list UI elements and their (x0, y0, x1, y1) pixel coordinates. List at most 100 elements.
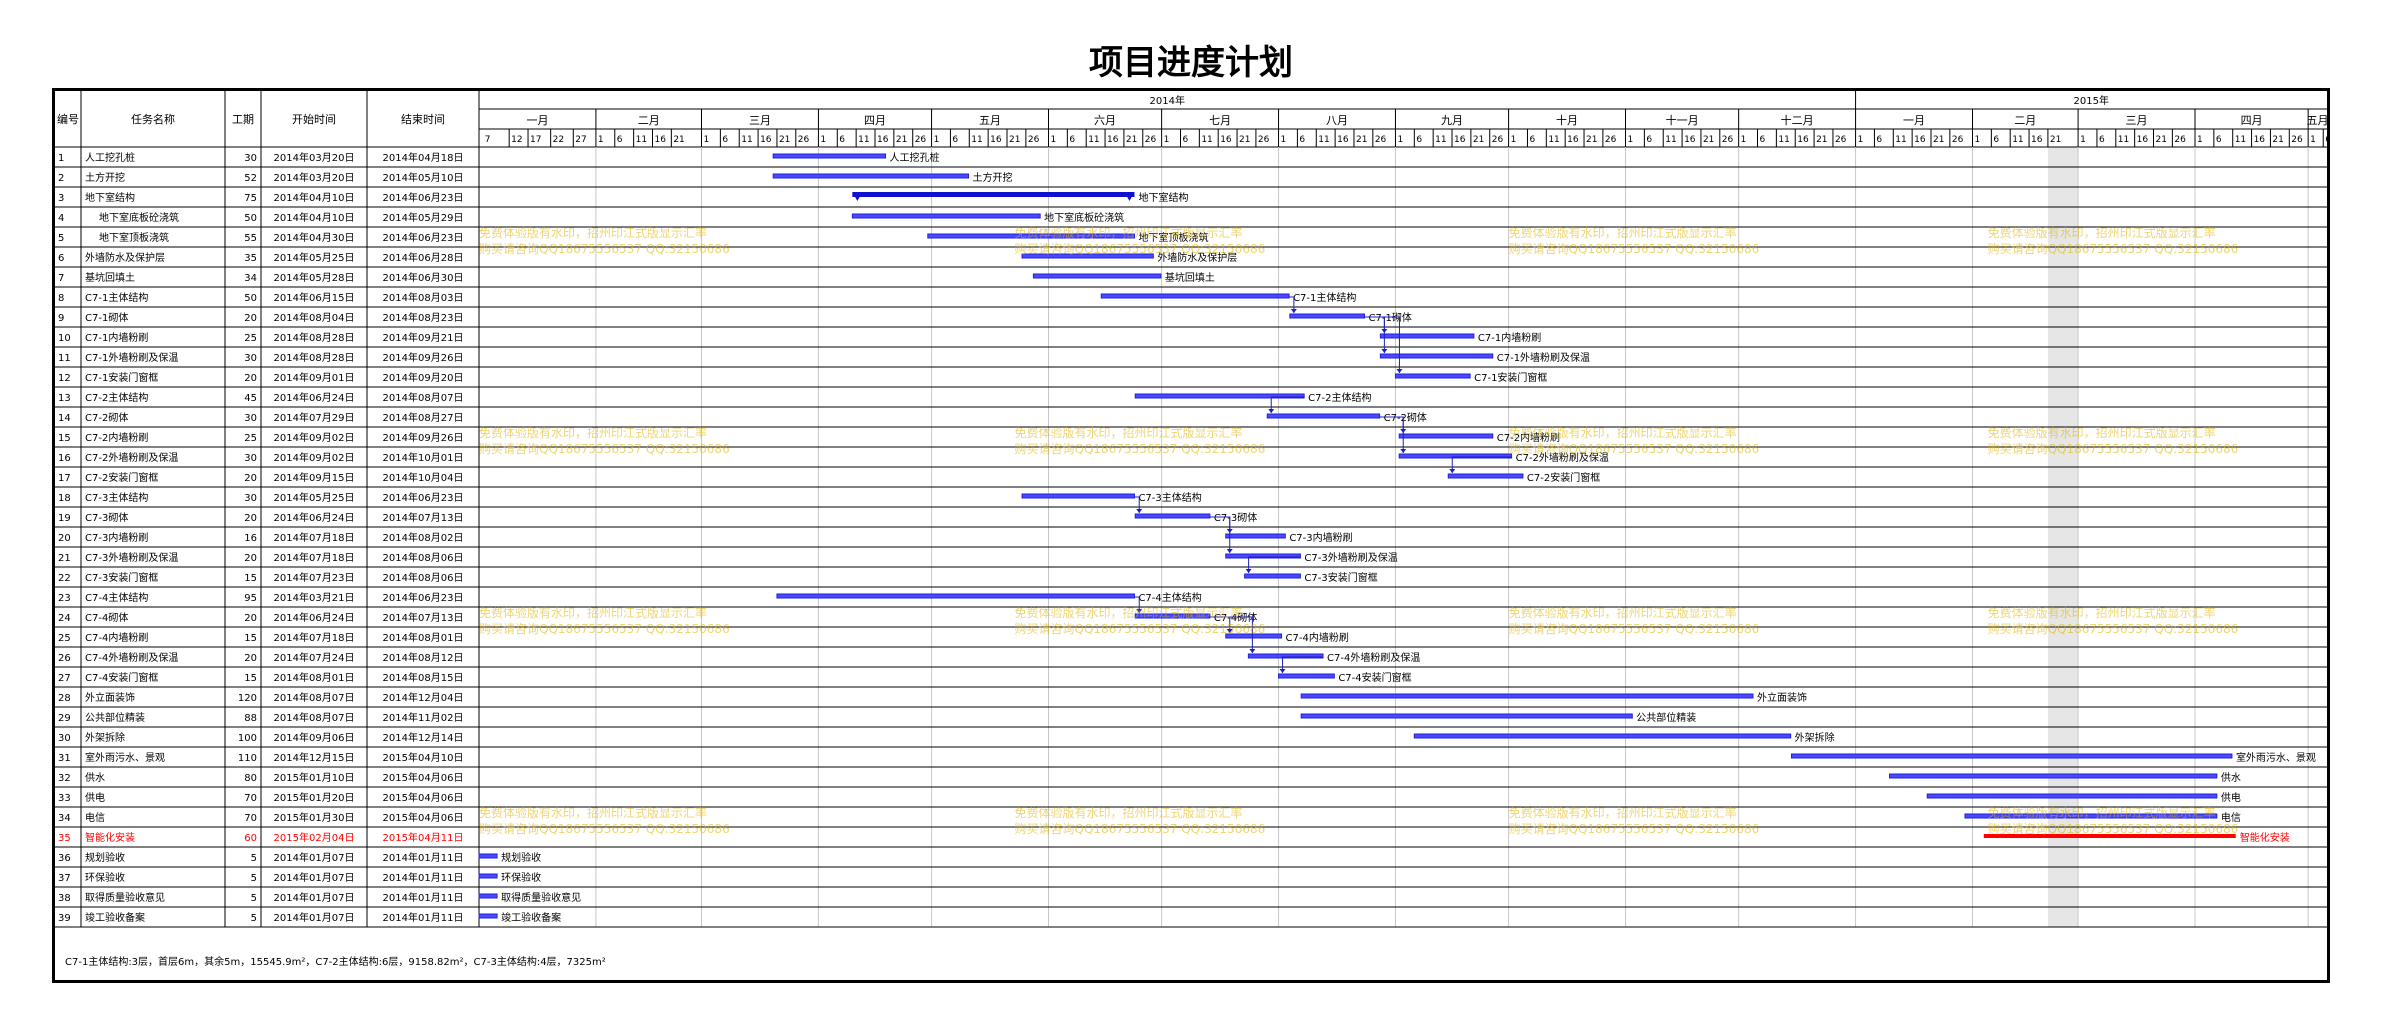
month-label: 二月 (2014, 114, 2036, 127)
task-start: 2014年07月18日 (274, 531, 355, 544)
watermark-text: 免费体验版有水印，招州印江式版显示汇率 (1015, 805, 1243, 820)
month-label: 五月 (979, 114, 1001, 127)
task-start: 2014年08月28日 (274, 351, 355, 364)
day-label: 6 (1416, 135, 1422, 145)
task-start: 2014年06月24日 (274, 391, 355, 404)
task-bar (1300, 713, 1633, 719)
watermark-text: 免费体验版有水印，招州印江式版显示汇率 (1509, 605, 1737, 620)
watermark-text: 购买请咨询QQ18675556537 QQ:32150686 (1509, 621, 1760, 636)
task-bar-label: 外墙防水及保护层 (1157, 251, 1237, 264)
task-id: 39 (58, 913, 71, 924)
task-bar (1134, 513, 1211, 519)
day-label: 26 (915, 135, 927, 145)
task-bar (851, 213, 1041, 219)
watermark-text: 免费体验版有水印，招州印江式版显示汇率 (1988, 425, 2216, 440)
day-label: 11 (1895, 135, 1906, 145)
task-name: 智能化安装 (85, 831, 135, 844)
page-title: 项目进度计划 (1089, 43, 1293, 83)
day-label: 16 (2137, 135, 2149, 145)
day-label: 27 (575, 135, 586, 145)
task-name: C7-4内墙粉刷 (85, 631, 148, 644)
task-bar (1889, 773, 2218, 779)
column-header-start: 开始时间 (292, 112, 336, 126)
task-end: 2014年06月23日 (383, 591, 464, 604)
dependency-arrow (1449, 469, 1456, 473)
watermark-text: 购买请咨询QQ18675556537 QQ:32150686 (1015, 441, 1266, 456)
task-bar-label: C7-2安装门窗框 (1527, 471, 1600, 484)
summary-bar-end-cap (1124, 192, 1135, 201)
month-label: 一月 (1903, 114, 1925, 127)
task-name: C7-4外墙粉刷及保温 (85, 651, 178, 664)
day-label: 1 (1741, 135, 1747, 145)
day-label: 21 (673, 135, 684, 145)
task-bar-label: 室外雨污水、景观 (2236, 751, 2316, 764)
day-label: 6 (1529, 135, 1535, 145)
task-id: 1 (58, 153, 64, 164)
day-label: 11 (1435, 135, 1446, 145)
task-bar (1225, 633, 1283, 639)
task-duration: 45 (244, 393, 257, 404)
task-name: C7-1安装门窗框 (85, 371, 158, 384)
day-label: 16 (1107, 135, 1119, 145)
day-label: 11 (2012, 135, 2023, 145)
dependency-arrow (1396, 369, 1403, 373)
task-duration: 34 (244, 273, 257, 284)
day-label: 26 (1258, 135, 1270, 145)
day-label: 16 (1797, 135, 1809, 145)
task-bar-label: C7-3砌体 (1214, 512, 1257, 524)
day-label: 1 (1858, 135, 1864, 145)
task-start: 2014年01月07日 (274, 891, 355, 904)
task-name: 外架拆除 (85, 731, 125, 744)
day-label: 11 (1778, 135, 1789, 145)
day-label: 26 (1145, 135, 1157, 145)
task-duration: 30 (244, 493, 257, 504)
task-bar (1379, 333, 1475, 339)
task-id: 4 (58, 213, 64, 224)
task-start: 2014年08月28日 (274, 331, 355, 344)
watermark-text: 免费体验版有水印，招州印江式版显示汇率 (1988, 605, 2216, 620)
task-bar-label: C7-3内墙粉刷 (1289, 531, 1352, 544)
task-bar-label: C7-2砌体 (1384, 412, 1427, 424)
task-end: 2015年04月06日 (383, 771, 464, 784)
day-label: 1 (704, 135, 710, 145)
dependency-arrow (1249, 649, 1256, 653)
task-id: 34 (58, 813, 71, 824)
day-label: 1 (2310, 135, 2316, 145)
summary-bar-start-cap (852, 192, 863, 201)
watermark-text: 免费体验版有水印，招州印江式版显示汇率 (1015, 425, 1243, 440)
task-name: C7-1外墙粉刷及保温 (85, 351, 178, 364)
task-name: C7-2内墙粉刷 (85, 431, 148, 444)
task-id: 31 (58, 753, 71, 764)
column-header-dur: 工期 (232, 113, 254, 126)
day-label: 22 (553, 135, 564, 145)
task-duration: 95 (244, 593, 257, 604)
task-start: 2014年03月20日 (274, 171, 355, 184)
day-label: 6 (1993, 135, 1999, 145)
year-label: 2015年 (2074, 94, 2109, 107)
day-label: 6 (2325, 135, 2327, 145)
watermark-text: 购买请咨询QQ18675556537 QQ:32150686 (1988, 821, 2239, 836)
day-label: 26 (1835, 135, 1847, 145)
watermark-text: 免费体验版有水印，招州印江式版显示汇率 (479, 805, 707, 820)
day-label: 1 (1628, 135, 1634, 145)
task-bar (1134, 393, 1305, 399)
column-header-name: 任务名称 (131, 112, 175, 126)
task-id: 38 (58, 893, 71, 904)
task-start: 2014年06月15日 (274, 291, 355, 304)
task-id: 12 (58, 373, 71, 384)
task-end: 2014年08月23日 (383, 311, 464, 324)
watermark-text: 购买请咨询QQ18675556537 QQ:32150686 (1509, 821, 1760, 836)
task-duration: 88 (244, 713, 257, 724)
task-bar (1413, 733, 1792, 739)
day-label: 6 (839, 135, 845, 145)
task-bar (1021, 493, 1135, 499)
task-end: 2014年09月21日 (383, 331, 464, 344)
month-label: 五月 (2307, 114, 2327, 127)
task-bar-label: C7-1内墙粉刷 (1478, 331, 1541, 344)
task-bar-label: C7-1砌体 (1369, 312, 1412, 324)
task-bar-label: 基坑回填土 (1165, 271, 1215, 284)
task-name: C7-3内墙粉刷 (85, 531, 148, 544)
task-bar-label: C7-2主体结构 (1308, 391, 1371, 404)
task-start: 2014年08月04日 (274, 311, 355, 324)
watermark-text: 免费体验版有水印，招州印江式版显示汇率 (1509, 425, 1737, 440)
